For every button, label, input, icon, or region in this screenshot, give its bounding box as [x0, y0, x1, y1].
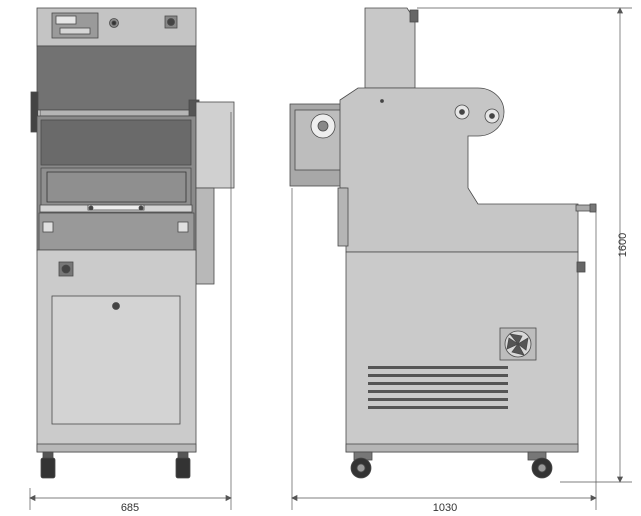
side-right-caster: [527, 451, 553, 479]
front-width-dimension: [29, 112, 232, 510]
left-side-lever: [30, 91, 39, 133]
front-right-caster: [175, 451, 191, 479]
side-view: [289, 7, 597, 479]
chamber-tray: [38, 212, 195, 251]
chamber-upper-window: [40, 119, 192, 166]
side-connector-icon: [576, 261, 586, 273]
front-width-label: 685: [121, 502, 139, 514]
chamber-opening: [40, 167, 192, 207]
side-upper-column: [364, 7, 416, 89]
control-display-keys: [59, 27, 91, 35]
side-depth-label: 1030: [433, 502, 457, 514]
side-cabinet: [345, 251, 579, 453]
height-dimension: [417, 7, 632, 483]
film-roll-housing-front: [195, 101, 235, 189]
side-left-caster: [350, 451, 373, 479]
control-display-screen: [55, 15, 77, 25]
side-sealing-body: [339, 87, 579, 253]
sealing-bar-handle: [87, 204, 145, 211]
door-knob-icon: [112, 302, 120, 310]
front-cabinet-door: [51, 295, 181, 425]
side-depth-dimension: [291, 188, 597, 510]
hood-handle-bar: [39, 109, 196, 117]
cabinet-base-strip: [36, 443, 197, 453]
ventilation-slots: [368, 366, 508, 409]
side-panel-back: [195, 187, 215, 285]
height-label: 1600: [617, 233, 629, 257]
sealing-hood: [36, 45, 197, 111]
front-left-caster: [40, 451, 56, 479]
fan-grille-icon: [499, 327, 537, 361]
front-view: [30, 7, 235, 479]
